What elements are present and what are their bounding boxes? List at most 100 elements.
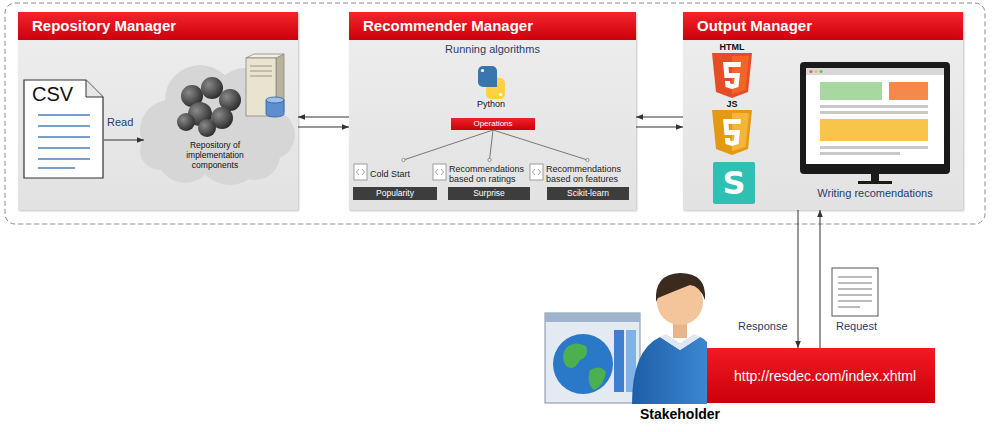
monitor-illustration (800, 62, 950, 174)
server-icon (250, 71, 272, 72)
repository-cloud (195, 115, 265, 185)
label-holder: S (713, 163, 755, 203)
repository-cloud (245, 110, 295, 160)
panel-header: Output Manager (683, 12, 963, 40)
library-bar: Popularity (353, 187, 437, 200)
component-spheres (177, 113, 195, 131)
logo-letter: S (713, 163, 755, 203)
browser-globe-icon (545, 313, 640, 403)
edge-label-holder: Response (738, 320, 788, 332)
monitor-illustration (820, 119, 928, 141)
csv-document-icon (24, 80, 103, 178)
logo-caption: Python (441, 99, 541, 109)
csv-document-icon (38, 158, 90, 160)
dashed-boundary (5, 3, 985, 224)
server-icon (250, 66, 272, 67)
html5-logo (723, 62, 741, 89)
edge-label-holder: Request (836, 320, 877, 332)
server-icon (266, 97, 284, 103)
repository-cloud (145, 90, 285, 170)
algorithm-description: Recommendations based on ratings (449, 164, 530, 184)
python-logo (486, 78, 497, 87)
csv-document-icon (38, 125, 90, 127)
tree-end-dot (488, 158, 491, 161)
tree-end-dot (402, 158, 405, 161)
stakeholder-person (660, 334, 700, 350)
edge-label-holder: Read (107, 116, 133, 128)
url-text: http://resdec.com/index.xhtml (734, 368, 916, 384)
tree-line (404, 130, 494, 160)
request-document-icon (838, 283, 872, 284)
server-icon (250, 66, 272, 76)
server-icon (246, 58, 276, 116)
label-holder: JS (702, 99, 762, 109)
component-spheres (181, 85, 203, 107)
python-logo (486, 78, 505, 99)
label-holder: Stakeholder (620, 406, 740, 422)
algorithm-description: Recommendations based on features (546, 164, 629, 184)
stakeholder-person (657, 279, 703, 325)
flow-arrow (636, 117, 683, 118)
browser-globe-icon (626, 330, 636, 392)
tree-end-dot (586, 158, 589, 161)
browser-globe-icon (563, 343, 587, 368)
code-file-icons (533, 169, 541, 175)
server-icon (276, 54, 284, 116)
monitor-illustration (820, 70, 823, 73)
csv-document-icon (24, 80, 103, 178)
html5-logo (712, 53, 752, 98)
actor-name: Stakeholder (620, 406, 740, 422)
flow-arrow (636, 127, 683, 128)
server-icon (250, 76, 272, 77)
request-document-icon (838, 277, 872, 278)
python-logo (478, 66, 497, 87)
server-icon (246, 54, 284, 58)
monitor-illustration (820, 105, 928, 108)
operations-bar: Operations (451, 118, 535, 130)
monitor-illustration (889, 82, 928, 100)
item-text-holder: Recommendations based on ratings (432, 160, 530, 187)
monitor-illustration (806, 68, 944, 164)
python-logo (499, 93, 502, 96)
flow-arrow (298, 127, 349, 128)
js-logo (732, 113, 749, 151)
browser-globe-icon (545, 313, 640, 403)
stakeholder-person (632, 273, 707, 404)
html5-logo (732, 56, 749, 94)
request-document-icon (838, 289, 872, 290)
monitor-illustration (820, 82, 882, 100)
python-logo (481, 69, 484, 72)
monitor-illustration (800, 62, 950, 184)
code-file-icons (354, 164, 543, 180)
edge-label: Request (836, 320, 877, 332)
item-text-holder: Cold Start (353, 160, 437, 187)
monitor-illustration (871, 174, 879, 181)
algorithm-item: Cold StartPopularity (353, 160, 437, 200)
html5-logo (712, 53, 752, 98)
stakeholder-person (656, 273, 705, 302)
item-text-holder: Recommendations based on features (529, 160, 629, 187)
monitor-illustration (820, 111, 928, 114)
request-document-icon (838, 295, 872, 296)
repository-cloud (165, 65, 235, 135)
request-document-icon (838, 301, 872, 302)
caption-holder: Writing recomendations (800, 187, 950, 199)
browser-globe-icon (589, 367, 606, 390)
component-spheres (211, 107, 233, 129)
code-file-icons (436, 169, 444, 175)
request-document-icon (838, 307, 860, 308)
panel-header: Recommender Manager (349, 12, 636, 40)
cloud-label: Repository of implementation components (175, 140, 255, 170)
python-logo (478, 66, 505, 99)
tree-line (490, 130, 494, 160)
flow-arrow (820, 210, 821, 348)
browser-globe-icon (614, 330, 624, 392)
component-spheres (219, 89, 241, 111)
component-spheres (201, 77, 223, 99)
flow-arrow (798, 210, 799, 348)
cloud-label-holder: Repository of implementation components (175, 140, 255, 170)
code-file-icons (433, 164, 446, 180)
